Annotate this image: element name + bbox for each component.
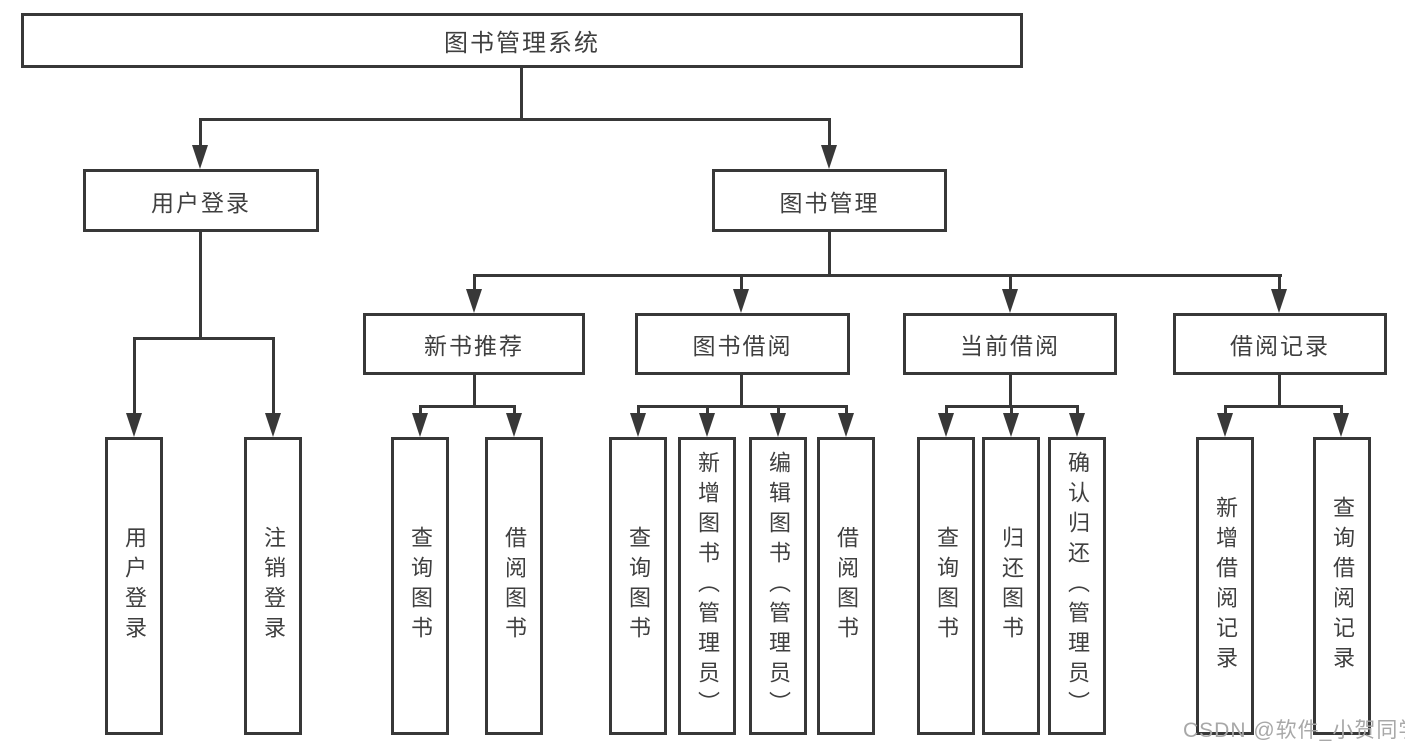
node-label: 确认归还（管理员）: [1065, 451, 1090, 721]
connector-line: [845, 405, 848, 417]
arrow-down-icon: [1069, 413, 1085, 437]
node-label: 当前借阅: [960, 333, 1060, 359]
node-label: 归还图书: [999, 526, 1024, 646]
leaf-edit-books-admin: 编辑图书（管理员）: [749, 437, 807, 735]
arrow-down-icon: [821, 145, 837, 169]
connector-line: [828, 118, 831, 148]
connector-line: [1278, 274, 1281, 292]
connector-line: [473, 274, 476, 292]
node-label: 新增图书（管理员）: [695, 451, 720, 721]
connector-line: [1009, 375, 1012, 407]
node-label: 借阅图书: [502, 526, 527, 646]
connector-line: [740, 375, 743, 407]
arrow-down-icon: [630, 413, 646, 437]
arrow-down-icon: [412, 413, 428, 437]
arrow-down-icon: [1003, 413, 1019, 437]
node-label: 借阅图书: [834, 526, 859, 646]
connector-line: [1224, 405, 1343, 408]
csdn-watermark: CSDN @软件_小贺同学: [1183, 719, 1405, 742]
connector-line: [777, 405, 780, 417]
connector-line: [199, 232, 202, 337]
connector-line: [272, 337, 275, 417]
leaf-add-books-admin: 新增图书（管理员）: [678, 437, 736, 735]
arrow-down-icon: [126, 413, 142, 437]
connector-line: [199, 118, 831, 121]
node-label: 用户登录: [122, 526, 147, 646]
connector-line: [1076, 405, 1079, 417]
arrow-down-icon: [770, 413, 786, 437]
leaf-query-borrow-record: 查询借阅记录: [1313, 437, 1371, 735]
node-label: 注销登录: [261, 526, 286, 646]
node-library-management-system: 图书管理系统: [21, 13, 1023, 68]
connector-line: [520, 68, 523, 118]
connector-line: [637, 405, 848, 408]
arrow-down-icon: [733, 289, 749, 313]
connector-line: [473, 375, 476, 407]
connector-line: [1340, 405, 1343, 417]
connector-line: [740, 274, 743, 292]
leaf-logout: 注销登录: [244, 437, 302, 735]
node-book-management: 图书管理: [712, 169, 947, 232]
arrow-down-icon: [838, 413, 854, 437]
arrow-down-icon: [1271, 289, 1287, 313]
node-label: 图书借阅: [692, 333, 793, 359]
node-new-book-recommend: 新书推荐: [363, 313, 585, 375]
arrow-down-icon: [1333, 413, 1349, 437]
connector-line: [473, 274, 1282, 277]
connector-line: [1224, 405, 1227, 417]
node-label: 用户登录: [151, 189, 251, 216]
arrow-down-icon: [192, 145, 208, 169]
connector-line: [1009, 274, 1012, 292]
arrow-down-icon: [506, 413, 522, 437]
connector-line: [199, 118, 202, 148]
arrow-down-icon: [938, 413, 954, 437]
node-borrowing-records: 借阅记录: [1173, 313, 1387, 375]
connector-line: [419, 405, 422, 417]
node-book-borrowing: 图书借阅: [635, 313, 850, 375]
leaf-user-login: 用户登录: [105, 437, 163, 735]
arrow-down-icon: [466, 289, 482, 313]
node-label: 借阅记录: [1230, 333, 1330, 359]
connector-line: [637, 405, 640, 417]
node-current-borrowing: 当前借阅: [903, 313, 1117, 375]
node-label: 查询图书: [934, 526, 959, 646]
leaf-confirm-return-admin: 确认归还（管理员）: [1048, 437, 1106, 735]
arrow-down-icon: [265, 413, 281, 437]
node-label: 查询图书: [626, 526, 651, 646]
node-label: 查询借阅记录: [1330, 496, 1355, 676]
node-user-login: 用户登录: [83, 169, 319, 232]
connector-line: [419, 405, 516, 408]
arrow-down-icon: [1002, 289, 1018, 313]
arrow-down-icon: [699, 413, 715, 437]
leaf-query-books-borrowing: 查询图书: [609, 437, 667, 735]
connector-line: [945, 405, 948, 417]
connector-line: [133, 337, 275, 340]
node-label: 新增借阅记录: [1213, 496, 1238, 676]
leaf-query-books-current: 查询图书: [917, 437, 975, 735]
node-label: 编辑图书（管理员）: [766, 451, 791, 721]
connector-line: [513, 405, 516, 417]
leaf-add-borrow-record: 新增借阅记录: [1196, 437, 1254, 735]
node-label: 图书管理系统: [444, 30, 600, 57]
connector-line: [706, 405, 709, 417]
leaf-query-books-recommend: 查询图书: [391, 437, 449, 735]
node-label: 新书推荐: [424, 333, 524, 359]
node-label: 图书管理: [779, 189, 880, 216]
leaf-return-books: 归还图书: [982, 437, 1040, 735]
leaf-borrow-books: 借阅图书: [817, 437, 875, 735]
arrow-down-icon: [1217, 413, 1233, 437]
node-label: 查询图书: [408, 526, 433, 646]
connector-line: [1278, 375, 1281, 407]
connector-line: [133, 337, 136, 417]
connector-line: [828, 232, 831, 276]
leaf-borrow-books-recommend: 借阅图书: [485, 437, 543, 735]
connector-line: [1010, 405, 1013, 417]
